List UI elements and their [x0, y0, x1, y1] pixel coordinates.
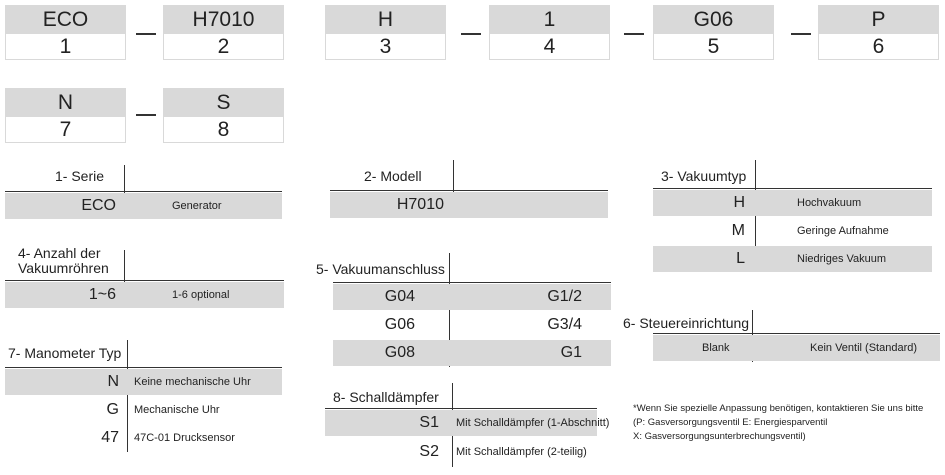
table-row	[330, 192, 608, 218]
divider	[325, 408, 597, 409]
anschluss-thread: G3/4	[547, 316, 582, 333]
code-box-6: P 6	[818, 5, 939, 61]
table-row	[325, 410, 597, 436]
vakuumtyp-value: M	[731, 222, 745, 239]
code-box-8: S 8	[163, 88, 284, 144]
steuer-value: Blank	[702, 342, 730, 354]
code-number: 4	[489, 34, 610, 60]
anschluss-title: 5- Vakuumanschluss	[316, 261, 445, 277]
schall-value: S1	[419, 414, 439, 431]
code-value: H	[325, 5, 446, 34]
anzahl-desc: 1-6 optional	[172, 289, 230, 301]
table-row	[5, 369, 282, 395]
code-value: P	[818, 5, 939, 34]
divider	[5, 367, 282, 368]
divider	[653, 333, 940, 334]
code-box-4: 1 4	[489, 5, 610, 61]
serie-desc: Generator	[172, 200, 222, 212]
footnote-line-2: (P: Gasversorgungsventil E: Energiesparv…	[633, 417, 828, 428]
code-number: 5	[653, 34, 774, 60]
table-row	[653, 335, 940, 361]
code-number: 7	[5, 117, 126, 143]
separator-dash	[624, 33, 644, 35]
anschluss-value: G06	[384, 316, 415, 333]
divider	[755, 160, 756, 272]
code-box-3: H 3	[325, 5, 446, 61]
divider	[333, 282, 611, 283]
schall-value: S2	[419, 443, 439, 460]
manometer-desc: Mechanische Uhr	[134, 404, 220, 416]
vakuumtyp-value: H	[733, 194, 745, 211]
code-number: 2	[163, 34, 284, 60]
separator-dash	[136, 33, 156, 35]
vakuumtyp-title: 3- Vakuumtyp	[661, 168, 747, 184]
table-row	[333, 284, 611, 310]
code-box-7: N 7	[5, 88, 126, 144]
code-number: 8	[163, 117, 284, 143]
vakuumtyp-desc: Hochvakuum	[797, 197, 862, 209]
code-number: 3	[325, 34, 446, 60]
manometer-desc: Keine mechanische Uhr	[134, 376, 251, 388]
anschluss-value: G04	[384, 288, 415, 305]
anzahl-title-line2: Vakuumröhren	[18, 260, 109, 276]
schall-desc: Mit Schalldämpfer (2-teilig)	[456, 446, 587, 458]
manometer-title: 7- Manometer Typ	[8, 345, 122, 361]
divider	[127, 340, 128, 452]
code-value: N	[5, 88, 126, 117]
anschluss-value: G08	[384, 344, 415, 361]
code-value: S	[163, 88, 284, 117]
code-number: 1	[5, 34, 126, 60]
divider	[449, 253, 450, 367]
code-value: G06	[653, 5, 774, 34]
divider	[653, 188, 932, 189]
footnote-line-1: *Wenn Sie spezielle Anpassung benötigen,…	[633, 403, 924, 414]
steuer-title: 6- Steuereinrichtung	[623, 315, 750, 331]
table-row	[333, 340, 611, 366]
vakuumtyp-value: L	[736, 250, 745, 267]
divider	[330, 190, 608, 191]
anschluss-thread: G1/2	[547, 288, 582, 305]
code-value: ECO	[5, 5, 126, 34]
anschluss-thread: G1	[560, 344, 582, 361]
code-value: H7010	[163, 5, 284, 34]
table-row	[5, 193, 282, 219]
manometer-value: N	[107, 373, 119, 390]
schall-title: 8- Schalldämpfer	[333, 389, 439, 405]
divider	[124, 250, 125, 308]
serie-value: ECO	[81, 197, 116, 214]
separator-dash	[791, 33, 811, 35]
schall-desc: Mit Schalldämpfer (1-Abschnitt)	[456, 417, 610, 429]
code-box-1: ECO 1	[5, 5, 126, 61]
anzahl-title-line1: 4- Anzahl der	[18, 245, 101, 261]
manometer-value: 47	[101, 429, 119, 446]
code-number: 6	[818, 34, 939, 60]
modell-title: 2- Modell	[364, 168, 422, 184]
code-box-2: H7010 2	[163, 5, 284, 61]
separator-dash	[461, 33, 481, 35]
anzahl-value: 1~6	[88, 286, 116, 303]
code-value: 1	[489, 5, 610, 34]
vakuumtyp-desc: Niedriges Vakuum	[797, 253, 887, 265]
divider	[5, 191, 282, 192]
separator-dash	[136, 114, 156, 116]
divider	[453, 160, 454, 217]
steuer-desc: Kein Ventil (Standard)	[810, 342, 918, 354]
modell-value: H7010	[396, 196, 444, 213]
divider	[5, 280, 284, 281]
serie-title: 1- Serie	[55, 168, 105, 184]
table-row	[653, 190, 932, 216]
table-row	[653, 246, 932, 272]
manometer-desc: 47C-01 Drucksensor	[134, 432, 235, 444]
manometer-value: G	[106, 401, 119, 418]
code-box-5: G06 5	[653, 5, 774, 61]
footnote-line-3: X: Gasversorgungsunterbrechungsventil)	[633, 431, 806, 442]
table-row	[5, 282, 284, 308]
vakuumtyp-desc: Geringe Aufnahme	[797, 225, 889, 237]
